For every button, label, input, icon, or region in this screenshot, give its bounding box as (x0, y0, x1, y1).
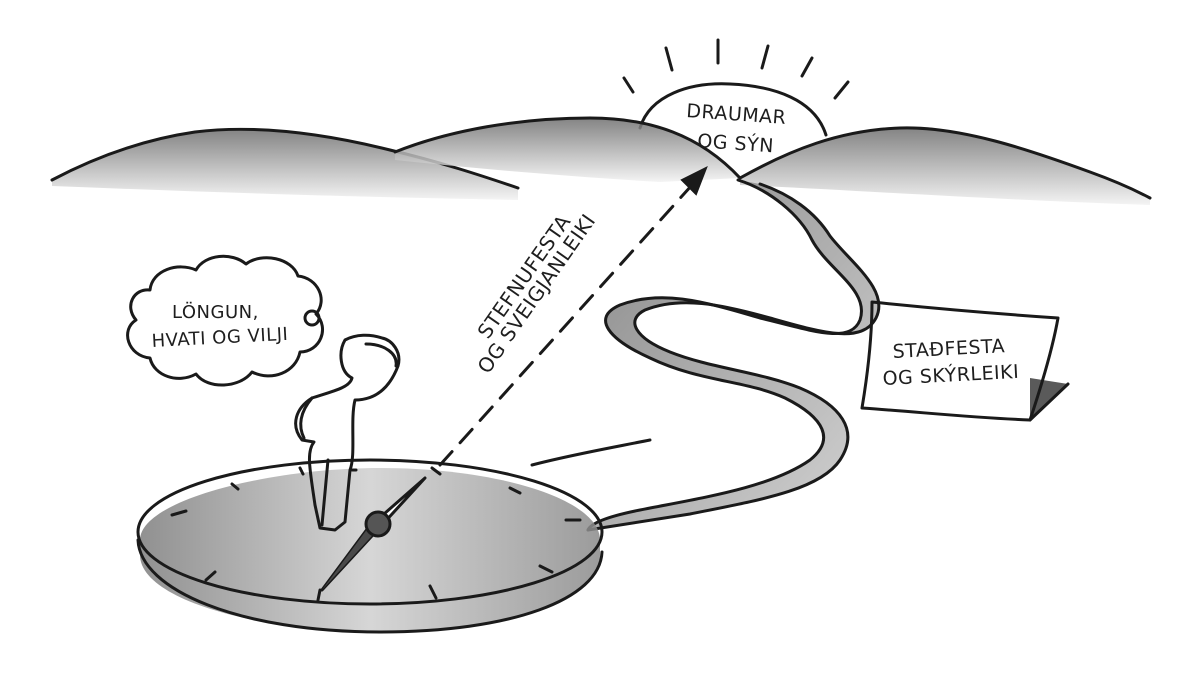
hill-middle (395, 118, 740, 182)
sign-label-line1: STAÐFESTA (892, 335, 1006, 363)
sun-label-line1: DRAUMAR (686, 100, 787, 129)
person-figure (294, 333, 401, 532)
sun (638, 82, 828, 137)
winding-path (588, 180, 879, 530)
sun-rays (622, 38, 850, 100)
sun-label-line2: OG SÝN (697, 129, 775, 157)
thought-cloud (126, 254, 325, 387)
thought-label-line2: HVATI OG VILJI (151, 324, 289, 352)
thought-label-line1: LÖNGUN, (172, 301, 259, 323)
dashed-arrow (438, 165, 708, 467)
sign-board (860, 300, 1070, 422)
sign-label-line2: OG SKÝRLEIKI (882, 360, 1020, 390)
arrow-label-line2: OG SVEIGJANLEIKI (472, 209, 600, 377)
hill-left (52, 129, 518, 200)
compass (136, 458, 604, 634)
hill-right (740, 127, 1150, 205)
